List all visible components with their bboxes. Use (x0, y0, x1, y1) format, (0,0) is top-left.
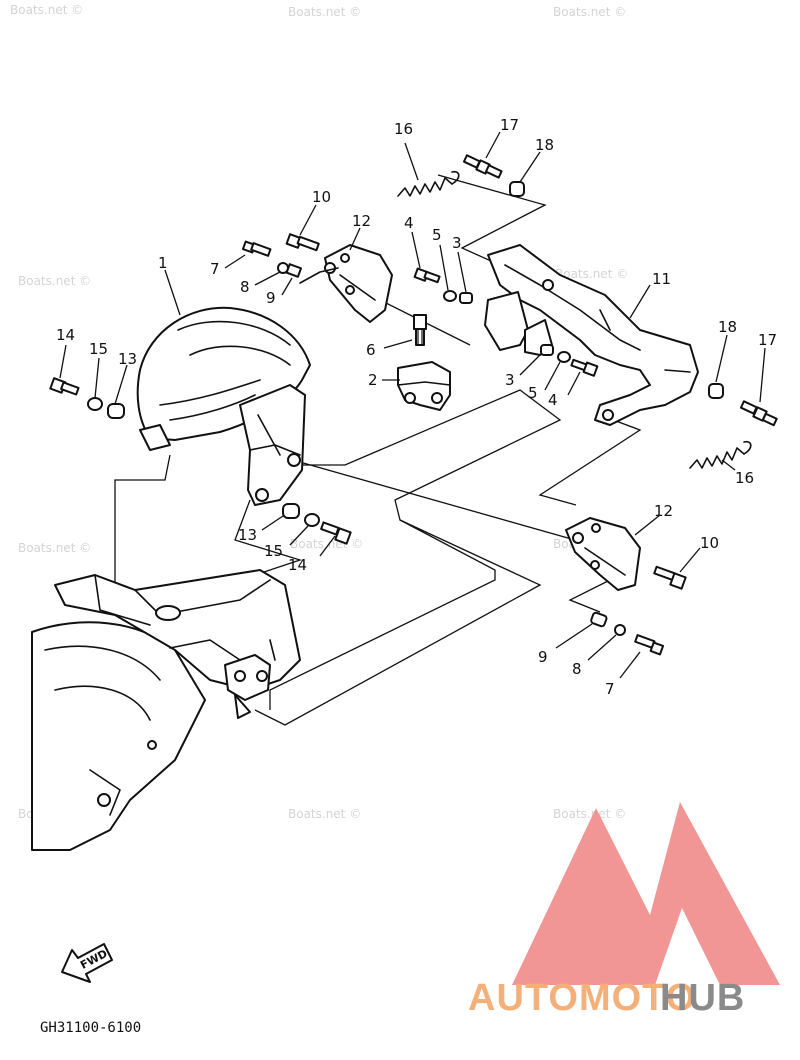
callout-6: 6 (366, 341, 376, 359)
bolt-14-right (320, 521, 352, 545)
callout-5: 5 (432, 226, 442, 244)
callout-3: 3 (452, 234, 462, 252)
callout-16: 16 (735, 469, 754, 487)
watermark: Boats.net © (553, 807, 626, 821)
callout-17: 17 (500, 116, 519, 134)
bolt-7-lower (634, 634, 665, 656)
callout-13: 13 (118, 350, 137, 368)
part-1-cover (136, 306, 311, 506)
callout-1: 1 (158, 254, 168, 272)
callout-12: 12 (654, 502, 673, 520)
bolt-10-lower (653, 565, 687, 590)
watermark: Boats.net © (288, 5, 361, 19)
callout-15: 15 (89, 340, 108, 358)
callout-3: 3 (505, 371, 515, 389)
callout-13: 13 (238, 526, 257, 544)
bolt-14-left (49, 377, 80, 396)
fwd-direction-arrow: FWD (61, 943, 113, 983)
callout-8: 8 (240, 278, 250, 296)
callout-14: 14 (56, 326, 75, 344)
automotohub-logo: AUTOMOTO HUB (468, 802, 780, 1019)
callout-8: 8 (572, 660, 582, 678)
collar-18-upper (509, 181, 525, 197)
leader-lines (59, 131, 766, 679)
spring-16-lower (689, 440, 752, 469)
callout-numbers: 1 2 3 3 4 4 5 5 6 7 7 8 8 9 9 10 10 11 1… (56, 116, 777, 698)
collar-9-upper (285, 263, 303, 278)
callout-14: 14 (288, 556, 307, 574)
callout-10: 10 (700, 534, 719, 552)
diagram-code: GH31100-6100 (40, 1020, 141, 1036)
watermark: Boats.net © (555, 267, 628, 281)
watermark: Boats.net © (18, 274, 91, 288)
spring-16-upper (397, 170, 460, 197)
callout-10: 10 (312, 188, 331, 206)
engine-housing (31, 569, 301, 851)
bolts-and-fasteners (49, 154, 778, 656)
watermark: Boats.net © (18, 541, 91, 555)
collar-3-upper (459, 292, 473, 304)
bolt-4-upper (413, 267, 441, 284)
logo-mark (512, 802, 780, 985)
part-2-bracket (397, 361, 451, 411)
part-12-plate-upper (324, 244, 393, 323)
washer-8-lower (614, 624, 626, 636)
watermark: Boats.net © (10, 3, 83, 17)
watermark: Boats.net © (288, 807, 361, 821)
washer-5-lower (557, 351, 571, 363)
callout-7: 7 (210, 260, 220, 278)
collar-18-lower (708, 383, 724, 399)
bolt-4-lower (570, 358, 599, 377)
link-rod-upper (299, 267, 339, 284)
collar-13-right (282, 503, 300, 519)
callout-17: 17 (758, 331, 777, 349)
callout-9: 9 (266, 289, 276, 307)
part-6-grease-nipple (413, 314, 427, 346)
collar-3-lower (540, 344, 554, 356)
callout-9: 9 (538, 648, 548, 666)
collar-9-lower (590, 611, 608, 628)
watermark: Boats.net © (290, 537, 363, 551)
callout-12: 12 (352, 212, 371, 230)
callout-16: 16 (394, 120, 413, 138)
callout-2: 2 (368, 371, 378, 389)
watermark: Boats.net © (553, 5, 626, 19)
stud-17-lower (739, 400, 778, 427)
callout-18: 18 (535, 136, 554, 154)
callout-5: 5 (528, 384, 538, 402)
washer-5-upper (443, 290, 457, 302)
collar-13-left (107, 403, 125, 419)
callout-15: 15 (264, 542, 283, 560)
washer-15-right (304, 513, 320, 527)
stud-17-upper (462, 154, 503, 179)
bolt-7-upper (241, 240, 272, 257)
callout-7: 7 (605, 680, 615, 698)
callout-4: 4 (548, 391, 558, 409)
callout-11: 11 (652, 270, 671, 288)
part-12-plate-lower (565, 517, 641, 591)
bolt-10-upper (285, 233, 320, 252)
logo-text-part1: AUTOMOTO (468, 977, 696, 1019)
washer-15-left (87, 397, 103, 411)
logo-text-part2: HUB (660, 977, 745, 1019)
callout-4: 4 (404, 214, 414, 232)
callout-18: 18 (718, 318, 737, 336)
